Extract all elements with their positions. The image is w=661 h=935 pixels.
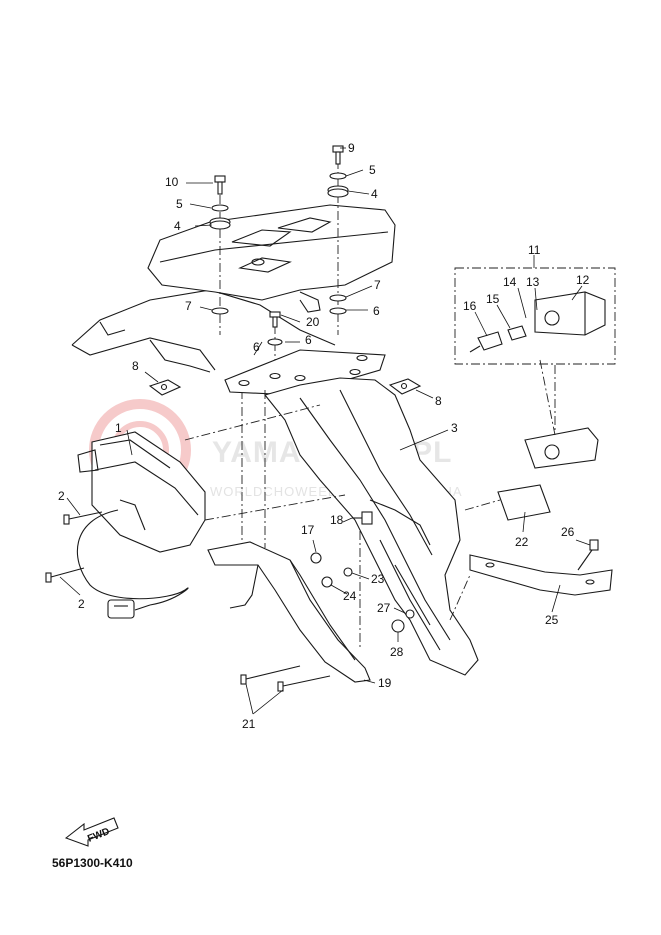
callout-8-right: 8 — [435, 394, 442, 408]
callout-labels: 1 2 2 3 4 4 5 5 6 6 6 7 7 8 8 9 10 11 12… — [58, 141, 590, 731]
leader-lines — [59, 147, 591, 715]
license-stay — [207, 541, 371, 683]
tail-light — [77, 431, 206, 553]
bolt-2-upper — [63, 511, 103, 525]
screw-20 — [267, 311, 283, 346]
callout-21: 21 — [242, 717, 256, 731]
mount-plate — [224, 349, 386, 396]
grab-bar — [147, 204, 396, 313]
nut-17 — [310, 552, 322, 564]
license-light-box — [454, 267, 616, 365]
callout-12: 12 — [576, 273, 590, 287]
bolt-9-stack — [327, 145, 349, 315]
bolt-21-a — [240, 665, 301, 685]
callout-6-middle: 6 — [305, 333, 312, 347]
callout-13: 13 — [526, 275, 540, 289]
callout-23: 23 — [371, 572, 385, 586]
nut-27 — [405, 609, 415, 619]
callout-18: 18 — [330, 513, 344, 527]
bolt-21-b — [277, 675, 331, 692]
callout-6-right: 6 — [373, 304, 380, 318]
bolt-2-lower — [45, 567, 85, 583]
callout-10: 10 — [165, 175, 179, 189]
callout-14: 14 — [503, 275, 517, 289]
callout-2-upper: 2 — [58, 489, 65, 503]
callout-4-right: 4 — [371, 187, 378, 201]
callout-17: 17 — [301, 523, 315, 537]
wire-harness — [76, 509, 189, 619]
callout-7-left: 7 — [185, 299, 192, 313]
rear-fender — [264, 377, 479, 676]
hidden-lines — [184, 359, 556, 621]
fwd-arrow: FWD — [64, 817, 119, 847]
nut-28 — [391, 619, 405, 633]
diagram-code: 56P1300-K410 — [52, 856, 133, 870]
nut-8-right — [388, 378, 422, 395]
callout-22: 22 — [515, 535, 529, 549]
bolt-18 — [352, 511, 373, 525]
callout-6-left: 6 — [253, 340, 260, 354]
callout-19: 19 — [378, 676, 392, 690]
callout-27: 27 — [377, 601, 391, 615]
callout-9: 9 — [348, 141, 355, 155]
callout-24: 24 — [343, 589, 357, 603]
callout-2-lower: 2 — [78, 597, 85, 611]
callout-25: 25 — [545, 613, 559, 627]
callout-15: 15 — [486, 292, 500, 306]
callout-1: 1 — [115, 421, 122, 435]
callout-11: 11 — [528, 243, 541, 257]
callout-5-left: 5 — [176, 197, 183, 211]
callout-7-right: 7 — [374, 278, 381, 292]
callout-28: 28 — [390, 645, 404, 659]
nut-8-left — [148, 379, 182, 396]
license-light — [524, 427, 599, 469]
callout-20: 20 — [306, 315, 320, 329]
callout-16: 16 — [463, 299, 477, 313]
bolt-10-stack — [209, 175, 231, 315]
callout-26: 26 — [561, 525, 575, 539]
license-bracket — [469, 554, 613, 596]
callout-5-right: 5 — [369, 163, 376, 177]
callout-3: 3 — [451, 421, 458, 435]
nut-24 — [321, 576, 333, 588]
collar-23 — [343, 567, 353, 577]
reflector — [497, 484, 551, 521]
callout-8-left: 8 — [132, 359, 139, 373]
callout-4-left: 4 — [174, 219, 181, 233]
